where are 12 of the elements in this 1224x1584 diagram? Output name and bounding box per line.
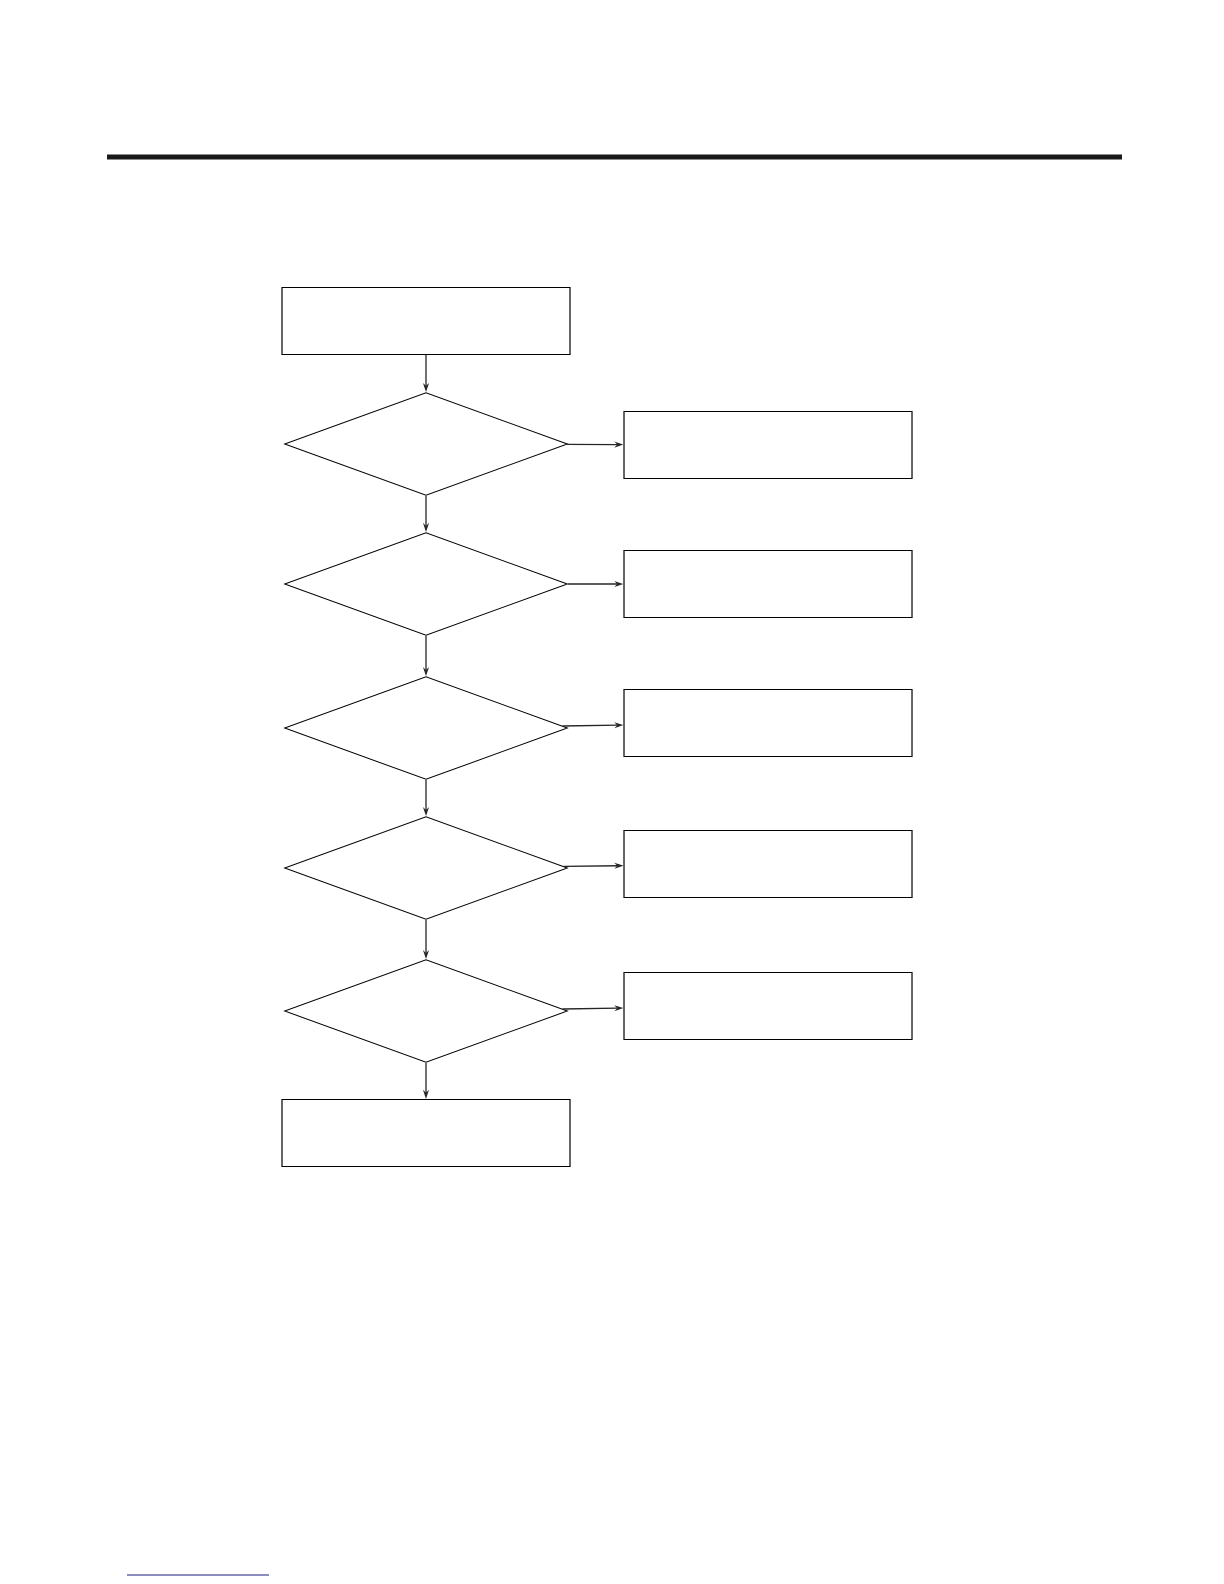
process-box	[623, 971, 913, 1041]
decision-diamond	[284, 676, 568, 780]
decision-diamond	[284, 816, 568, 920]
process-box	[623, 688, 913, 758]
process-box	[623, 829, 913, 899]
decision-diamond	[284, 392, 568, 496]
process-box	[281, 1098, 571, 1168]
process-box	[281, 286, 571, 356]
decision-diamond	[284, 959, 568, 1063]
process-box	[623, 410, 913, 480]
decision-diamond	[284, 532, 568, 636]
process-box	[623, 549, 913, 619]
